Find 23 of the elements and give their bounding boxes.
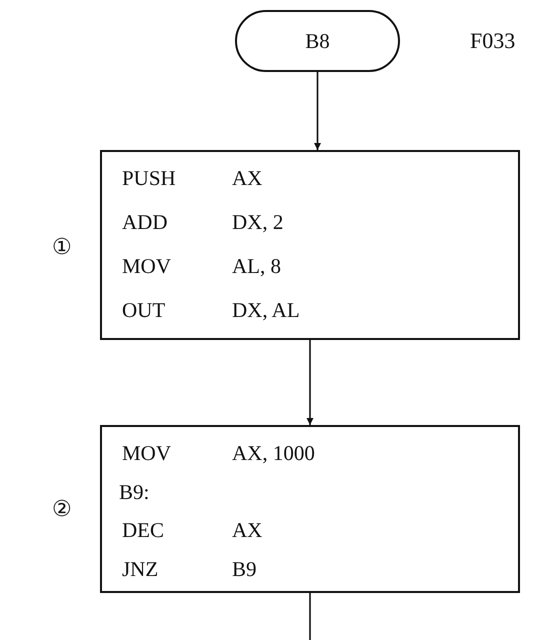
instruction-text: JNZ [122,556,160,582]
step-number: ② [52,496,72,522]
operand-text: B9 [232,556,258,582]
arrow [306,340,314,425]
process-box [100,150,520,340]
operand-text: AX [232,518,264,544]
operand-text: DX, 2 [232,210,284,236]
arrow [314,72,321,150]
instruction-text: MOV [122,441,172,467]
operand-text: AX, 1000 [232,441,316,467]
instruction-text: MOV [122,254,172,280]
step-number: ① [52,234,72,260]
instruction-text: PUSH [122,166,177,192]
instruction-text: OUT [122,298,166,324]
operand-text: DX, AL [232,298,301,324]
process-box [100,425,520,593]
instruction-text: DEC [122,518,165,544]
operand-text: AL, 8 [232,254,282,280]
code-label: B9: [119,480,150,506]
instruction-text: ADD [122,210,168,236]
operand-text: AX [232,166,264,192]
terminal-label: B8 [305,28,330,54]
page-reference: F033 [470,28,516,54]
